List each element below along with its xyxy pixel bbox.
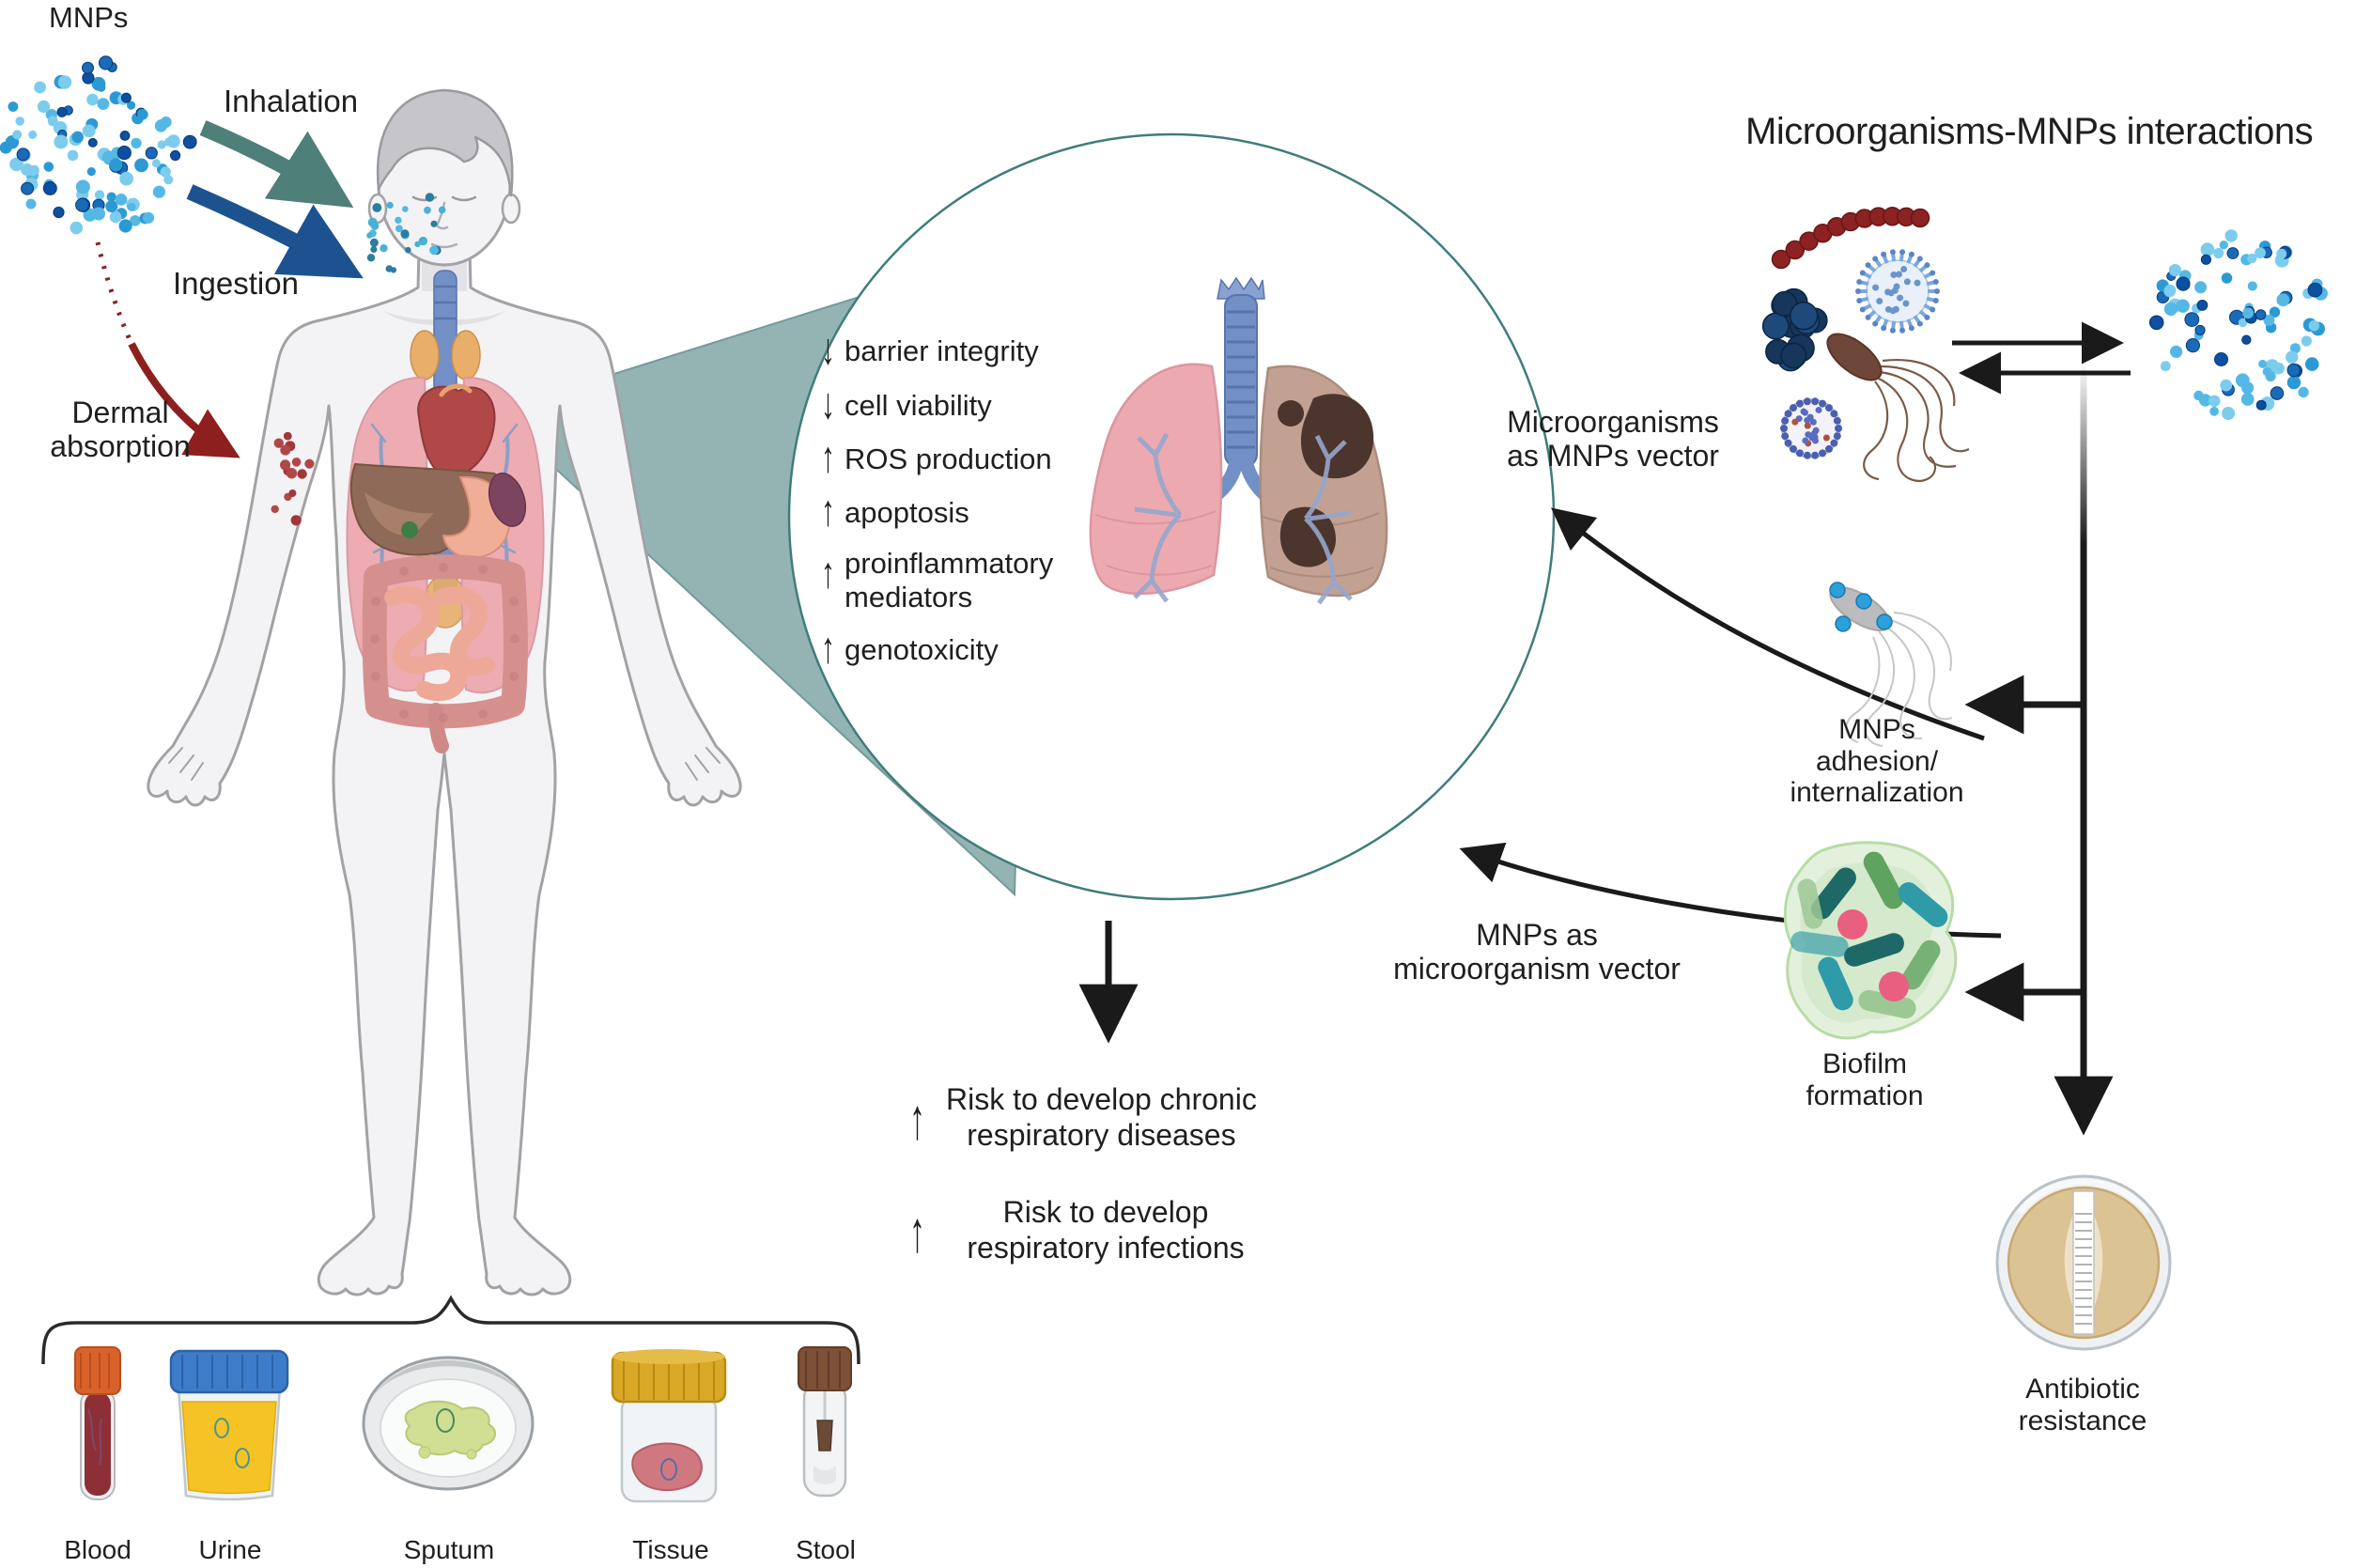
mnps-cloud-icon-right bbox=[2148, 229, 2328, 420]
effect-apoptosis: ↑ apoptosis bbox=[821, 487, 969, 536]
effect-genotoxicity: ↑ genotoxicity bbox=[821, 624, 999, 673]
effect-proinflammatory-mediators: ↑ proinflammatory mediators bbox=[821, 547, 1054, 613]
petri-dish-icon bbox=[1995, 1174, 2172, 1351]
dermal-mnps-dots bbox=[271, 431, 315, 526]
hair bbox=[376, 88, 514, 197]
mnps-cloud-label: MNPs bbox=[49, 1, 129, 34]
risk-chronic-diseases: ↑ Risk to develop chronic respiratory di… bbox=[909, 1082, 1257, 1153]
streptococcus-chain-icon bbox=[1771, 206, 1930, 270]
specimen-label-tissue: Tissue bbox=[632, 1535, 709, 1564]
hand-creases bbox=[168, 747, 721, 781]
healthy-lung bbox=[1089, 363, 1223, 596]
effect-ros-production: ↑ ROS production bbox=[821, 433, 1052, 482]
specimen-label-urine: Urine bbox=[198, 1535, 262, 1564]
biofilm-bacteria-rods bbox=[1790, 851, 1948, 1019]
antibiotic-strip-marks bbox=[2075, 1213, 2092, 1325]
down-arrow-icon: ↓ bbox=[821, 380, 835, 428]
blood-tube-icon bbox=[74, 1346, 121, 1500]
tissue-jar-icon bbox=[611, 1349, 727, 1503]
spiky-virus-icon bbox=[1855, 249, 1940, 334]
larynx bbox=[1217, 276, 1265, 300]
specimen-containers-icon bbox=[74, 1346, 852, 1503]
biofilm-formation-label: Biofilm formation bbox=[1806, 1048, 1924, 1111]
urine-cup-icon bbox=[169, 1349, 289, 1501]
trachea-rings bbox=[1227, 310, 1255, 449]
up-arrow-icon: ↑ bbox=[821, 549, 835, 598]
studded-virus-icon bbox=[1780, 397, 1842, 459]
dermal-arrow bbox=[128, 342, 240, 458]
collection-brace bbox=[41, 1295, 860, 1365]
right-ear bbox=[501, 193, 521, 225]
down-arrow-icon: ↓ bbox=[821, 325, 835, 374]
effect-barrier-integrity: ↓ barrier integrity bbox=[821, 325, 1039, 374]
stool-tube-icon bbox=[798, 1346, 852, 1498]
interactions-title: Microorganisms-MNPs interactions bbox=[1745, 111, 2314, 152]
mouth bbox=[430, 242, 458, 249]
mnps-cloud-icon-left bbox=[0, 55, 197, 235]
ingestion-arrow bbox=[186, 184, 364, 279]
specimen-label-stool: Stool bbox=[796, 1535, 856, 1564]
specimen-label-blood: Blood bbox=[64, 1535, 132, 1564]
lung-bronchi-branches bbox=[1133, 432, 1353, 605]
up-arrow-icon: ↑ bbox=[821, 487, 835, 536]
up-arrow-icon: ↑ bbox=[821, 433, 835, 482]
body-spleen bbox=[488, 473, 527, 527]
lung-damage-patches bbox=[1278, 394, 1374, 567]
microorganisms-as-vector-arrow bbox=[1550, 507, 1985, 741]
ingestion-label: Ingestion bbox=[173, 266, 299, 301]
dermal-absorption-label: Dermal absorption bbox=[50, 396, 191, 463]
inhaled-mnps-dots bbox=[366, 193, 446, 273]
body-liver-highlight bbox=[364, 492, 434, 536]
dermal-arrow-dotted-tail bbox=[95, 241, 134, 346]
flagellated-bacterium-icon bbox=[1826, 333, 1970, 483]
inhalation-arrow bbox=[199, 120, 354, 209]
inhalation-label: Inhalation bbox=[224, 84, 359, 118]
sputum-dish-icon bbox=[362, 1356, 535, 1491]
body-silhouette bbox=[147, 248, 742, 1296]
staphylococcus-cluster-icon bbox=[1761, 287, 1828, 372]
mnps-adhesion-bacterium-icon bbox=[1829, 582, 1953, 747]
mnps-adhesion-label: MNPs adhesion/ internalization bbox=[1790, 714, 1964, 809]
microorganisms-as-mnps-vector-label: Microorganisms as MNPs vector bbox=[1507, 405, 1719, 473]
lungs-icon bbox=[1089, 276, 1388, 605]
antibiotic-resistance-label: Antibiotic resistance bbox=[2018, 1374, 2147, 1436]
effect-cell-viability: ↓ cell viability bbox=[821, 380, 992, 428]
gallbladder bbox=[401, 521, 418, 538]
body-intestines bbox=[362, 554, 528, 753]
human-body-icon bbox=[147, 88, 742, 1296]
healthy-lung-fissure bbox=[1094, 510, 1217, 576]
risk-respiratory-infections: ↑ Risk to develop respiratory infections bbox=[909, 1195, 1245, 1265]
specimen-label-sputum: Sputum bbox=[403, 1535, 495, 1564]
trachea bbox=[1224, 294, 1258, 467]
closed-eye-right bbox=[451, 195, 477, 202]
up-arrow-icon: ↑ bbox=[821, 624, 835, 673]
up-arrow-icon: ↑ bbox=[909, 1088, 925, 1153]
mnps-as-microorganism-vector-label: MNPs as microorganism vector bbox=[1393, 918, 1681, 986]
collar-shading bbox=[383, 310, 505, 326]
biofilm-icon bbox=[1783, 841, 1958, 1040]
up-arrow-icon: ↑ bbox=[909, 1201, 925, 1265]
